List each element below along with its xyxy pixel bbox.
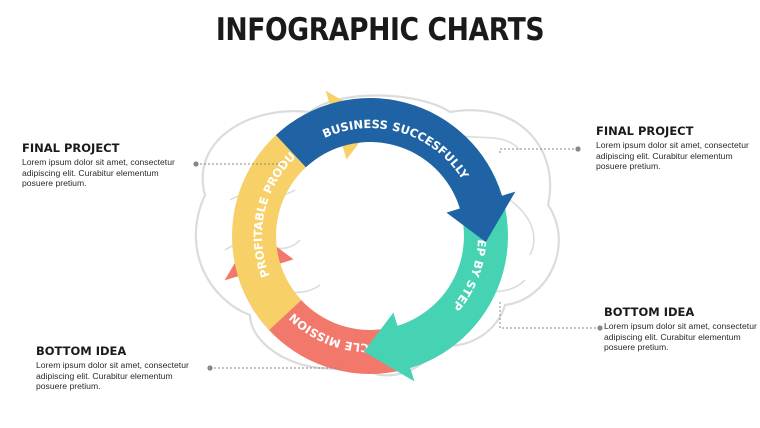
callout-line: adipiscing elit. Curabitur elementum	[22, 167, 159, 178]
callout-line: posuere pretium.	[596, 161, 661, 172]
callout-top-left: FINAL PROJECT Lorem ipsum dolor sit amet…	[22, 141, 197, 189]
callout-line: Lorem ipsum dolor sit amet, consectetur	[36, 360, 189, 370]
connector-dot	[193, 161, 199, 167]
callout-line: Lorem ipsum dolor sit amet, consectetur	[22, 157, 175, 167]
callout-heading: BOTTOM IDEA	[36, 344, 127, 358]
callout-heading: BOTTOM IDEA	[604, 305, 695, 319]
callout-body: Lorem ipsum dolor sit amet, consectetur …	[604, 321, 760, 353]
callout-body: Lorem ipsum dolor sit amet, consectetur …	[36, 360, 211, 392]
callout-line: posuere pretium.	[22, 178, 87, 189]
callout-heading: FINAL PROJECT	[22, 141, 120, 155]
connector-bottom-right	[499, 300, 603, 331]
page-title: INFOGRAPHIC CHARTS	[215, 12, 545, 48]
callout-line: Lorem ipsum dolor sit amet, consectetur	[604, 321, 757, 331]
callout-heading: FINAL PROJECT	[596, 124, 694, 138]
callout-line: adipiscing elit. Curabitur elementum	[596, 150, 733, 161]
callout-bottom-right: BOTTOM IDEA Lorem ipsum dolor sit amet, …	[604, 305, 760, 353]
arrow-shape	[275, 98, 516, 243]
callout-top-right: FINAL PROJECT Lorem ipsum dolor sit amet…	[596, 124, 760, 172]
callout-line: adipiscing elit. Curabitur elementum	[604, 331, 741, 342]
segment-business-succesfully: BUSINESS SUCCESFULLY	[275, 98, 516, 243]
callout-line: posuere pretium.	[604, 342, 669, 353]
callout-line: adipiscing elit. Curabitur elementum	[36, 370, 173, 381]
callout-body: Lorem ipsum dolor sit amet, consectetur …	[596, 140, 760, 172]
connector-top-right	[499, 146, 581, 155]
connector-dot	[575, 146, 581, 152]
callout-line: posuere pretium.	[36, 381, 101, 392]
connector-bottom-left	[207, 365, 340, 371]
callout-line: Lorem ipsum dolor sit amet, consectetur	[596, 140, 749, 150]
connector-top-left	[193, 161, 282, 167]
arrow-shape	[232, 90, 377, 331]
callout-bottom-left: BOTTOM IDEA Lorem ipsum dolor sit amet, …	[36, 344, 211, 392]
callout-body: Lorem ipsum dolor sit amet, consectetur …	[22, 157, 197, 189]
connector-lines	[193, 146, 603, 371]
connector-dot	[207, 365, 213, 371]
connector-dot	[597, 325, 603, 331]
